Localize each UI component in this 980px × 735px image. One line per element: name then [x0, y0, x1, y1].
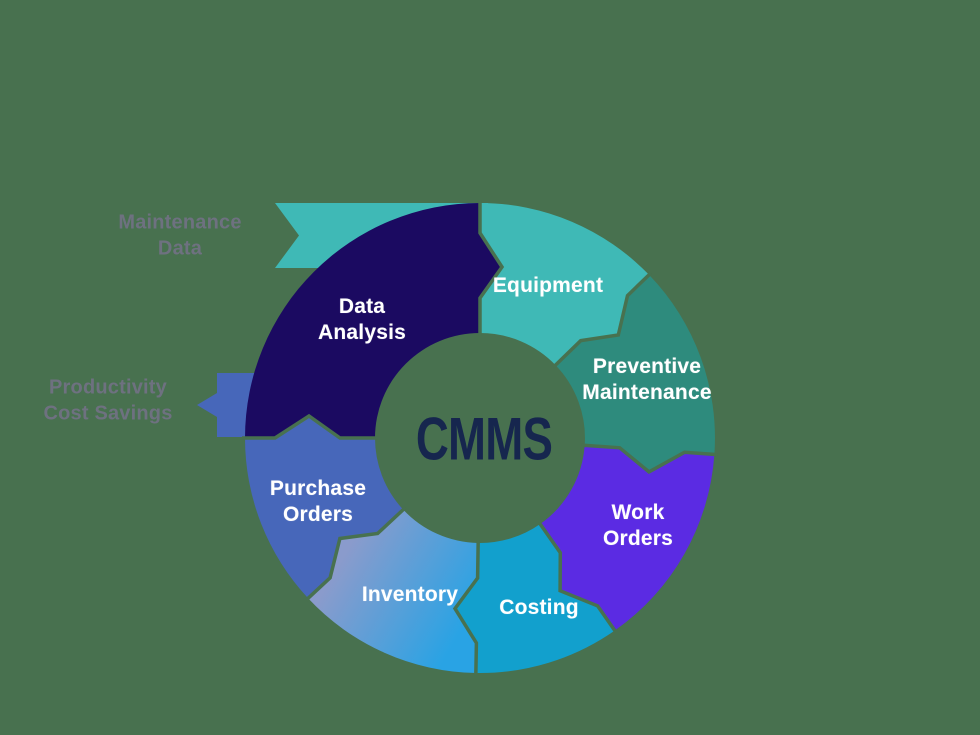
external-label-line: Data — [157, 238, 203, 260]
segment-label-equipment: Equipment — [492, 273, 604, 297]
segment-inventory — [308, 509, 479, 673]
segment-divider-arrow — [552, 271, 653, 369]
segment-divider-arrow — [478, 200, 505, 336]
segment-data-analysis — [245, 203, 502, 438]
segment-divider-arrow — [581, 443, 718, 475]
segment-label-inventory: Inventory — [361, 582, 459, 606]
segment-label-costing: Costing — [499, 595, 579, 619]
external-label-productivity-cost-savings: Productivity Cost Savings — [43, 375, 172, 428]
segment-divider-arrow — [304, 506, 407, 602]
segment-divider-arrow — [537, 520, 618, 635]
segment-divider-arrow — [242, 413, 378, 440]
external-label-line: Maintenance — [118, 211, 242, 234]
segment-purchase-orders — [244, 416, 404, 599]
external-label-line: Cost Savings — [43, 403, 173, 425]
segment-work-orders — [540, 445, 715, 631]
center-title: CMMS — [415, 405, 553, 473]
external-label-maintenance-data: Maintenance Data — [118, 210, 241, 263]
segment-preventive-maintenance — [555, 274, 715, 472]
external-label-line: Productivity — [49, 376, 167, 399]
segment-costing — [455, 524, 615, 674]
segment-divider-arrow — [452, 539, 480, 677]
segment-equipment — [480, 203, 649, 366]
